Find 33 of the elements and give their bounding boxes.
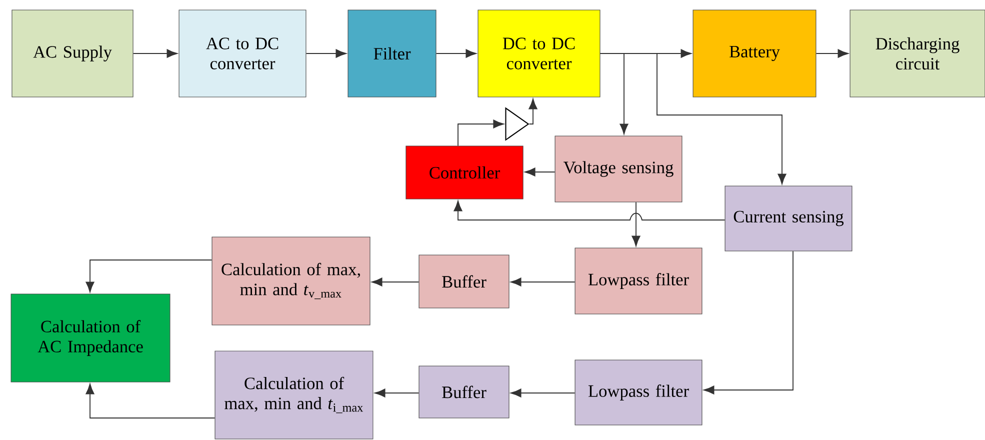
arrow [454, 200, 726, 220]
arrow [816, 49, 848, 58]
process-box: Voltage sensing [554, 136, 682, 202]
process-box: AC to DC converter [178, 10, 306, 98]
arrow [524, 168, 556, 176]
process-box: Filter [348, 10, 436, 98]
process-box: Buffer [418, 366, 510, 418]
process-box: Current sensing [724, 186, 852, 252]
arrow [528, 98, 538, 124]
arrow [510, 278, 576, 286]
arrow [600, 53, 786, 184]
arrow [374, 388, 420, 398]
process-box: Controller [406, 146, 524, 200]
process-box: Lowpass filter [574, 360, 702, 426]
arrow [132, 49, 178, 58]
arrow [86, 260, 212, 292]
arrow [306, 49, 346, 58]
arrow [372, 278, 420, 286]
arrow [704, 250, 794, 394]
process-box: Buffer [418, 254, 510, 308]
arrow [632, 202, 640, 246]
process-box: Calculation of max, min and t$_{v_max}$ [212, 236, 370, 326]
process-box: Lowpass filter [574, 248, 702, 314]
process-box: Calculation of AC Impedance [10, 294, 170, 382]
arrow [510, 388, 576, 398]
arrow [458, 120, 504, 146]
process-box: Discharging circuit [850, 10, 985, 98]
process-box: AC Supply [12, 10, 134, 98]
arrow [436, 49, 476, 58]
process-box: DC to DC converter [478, 10, 600, 98]
process-box: Battery [692, 10, 816, 98]
process-box: Calculation of max, min and t$_{i_max}$ [214, 350, 374, 440]
arrow [86, 384, 216, 418]
